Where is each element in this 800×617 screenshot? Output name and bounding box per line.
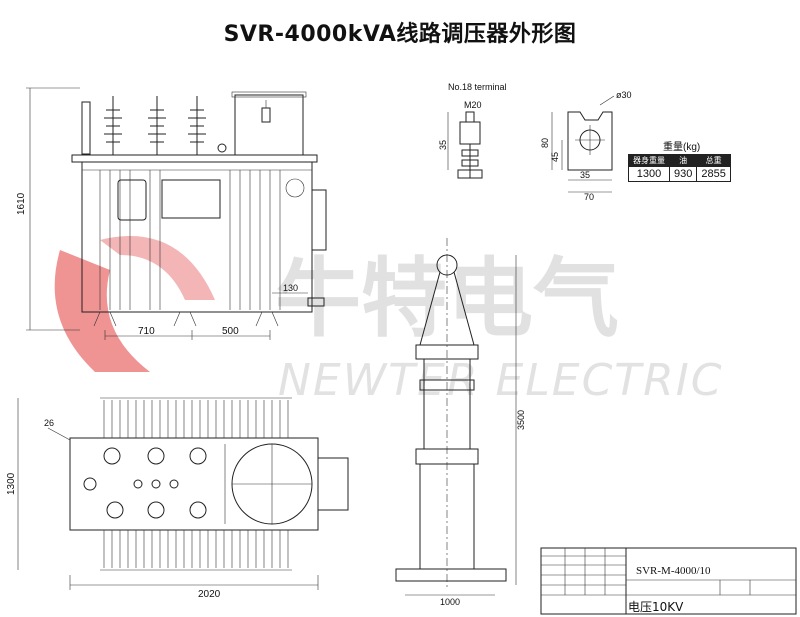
dim-front-height: 1610: [16, 192, 27, 215]
drawing-title: SVR-4000kVA线路调压器外形图: [223, 22, 577, 47]
terminal-label: No.18 terminal: [448, 82, 507, 92]
watermark: 牛特电气 NEWTER ELECTRIC: [54, 236, 723, 406]
weight-value-total: 2855: [696, 166, 731, 182]
dim-front-710: 710: [138, 326, 155, 337]
watermark-logo-swoosh-icon: [100, 236, 215, 300]
dim-plan-height: 1300: [6, 472, 17, 495]
dim-plan-width: 2020: [198, 589, 221, 600]
weight-header-oil: 油: [668, 154, 698, 167]
dim-lift-height: 3500: [516, 410, 526, 430]
weight-title: 重量(kg): [663, 142, 701, 153]
dim-front-130: 130: [283, 283, 298, 293]
hv-bushings: [81, 96, 227, 155]
dim-plate-70: 70: [584, 192, 594, 202]
dim-lift-base: 1000: [440, 597, 460, 607]
lifting-view: [395, 238, 517, 596]
dim-plate-45: 45: [550, 152, 560, 162]
dim-plate-80: 80: [540, 138, 550, 148]
weight-header-body: 器身重量: [628, 154, 670, 167]
weight-value-oil: 930: [668, 166, 698, 182]
watermark-en: NEWTER ELECTRIC: [278, 355, 723, 406]
title-block: [540, 547, 797, 615]
dim-front-500: 500: [222, 326, 239, 337]
weight-table: 器身重量 油 总重 1300 930 2855: [628, 154, 731, 182]
dim-plan-26: 26: [44, 418, 54, 428]
terminal-detail: [447, 111, 483, 179]
title-block-voltage: 电压10KV: [628, 600, 684, 614]
watermark-logo-icon: [54, 250, 150, 372]
weight-header-total: 总重: [696, 154, 731, 167]
dim-plate-35: 35: [580, 170, 590, 180]
weight-value-body: 1300: [628, 166, 670, 182]
dim-terminal-35: 35: [438, 140, 448, 150]
plate-detail: [551, 95, 615, 193]
front-view: [26, 87, 327, 340]
dim-plate-dia: ø30: [616, 90, 632, 100]
plan-view: [17, 397, 349, 590]
dim-terminal-m: M20: [464, 100, 482, 110]
title-block-model: SVR-M-4000/10: [636, 565, 711, 577]
